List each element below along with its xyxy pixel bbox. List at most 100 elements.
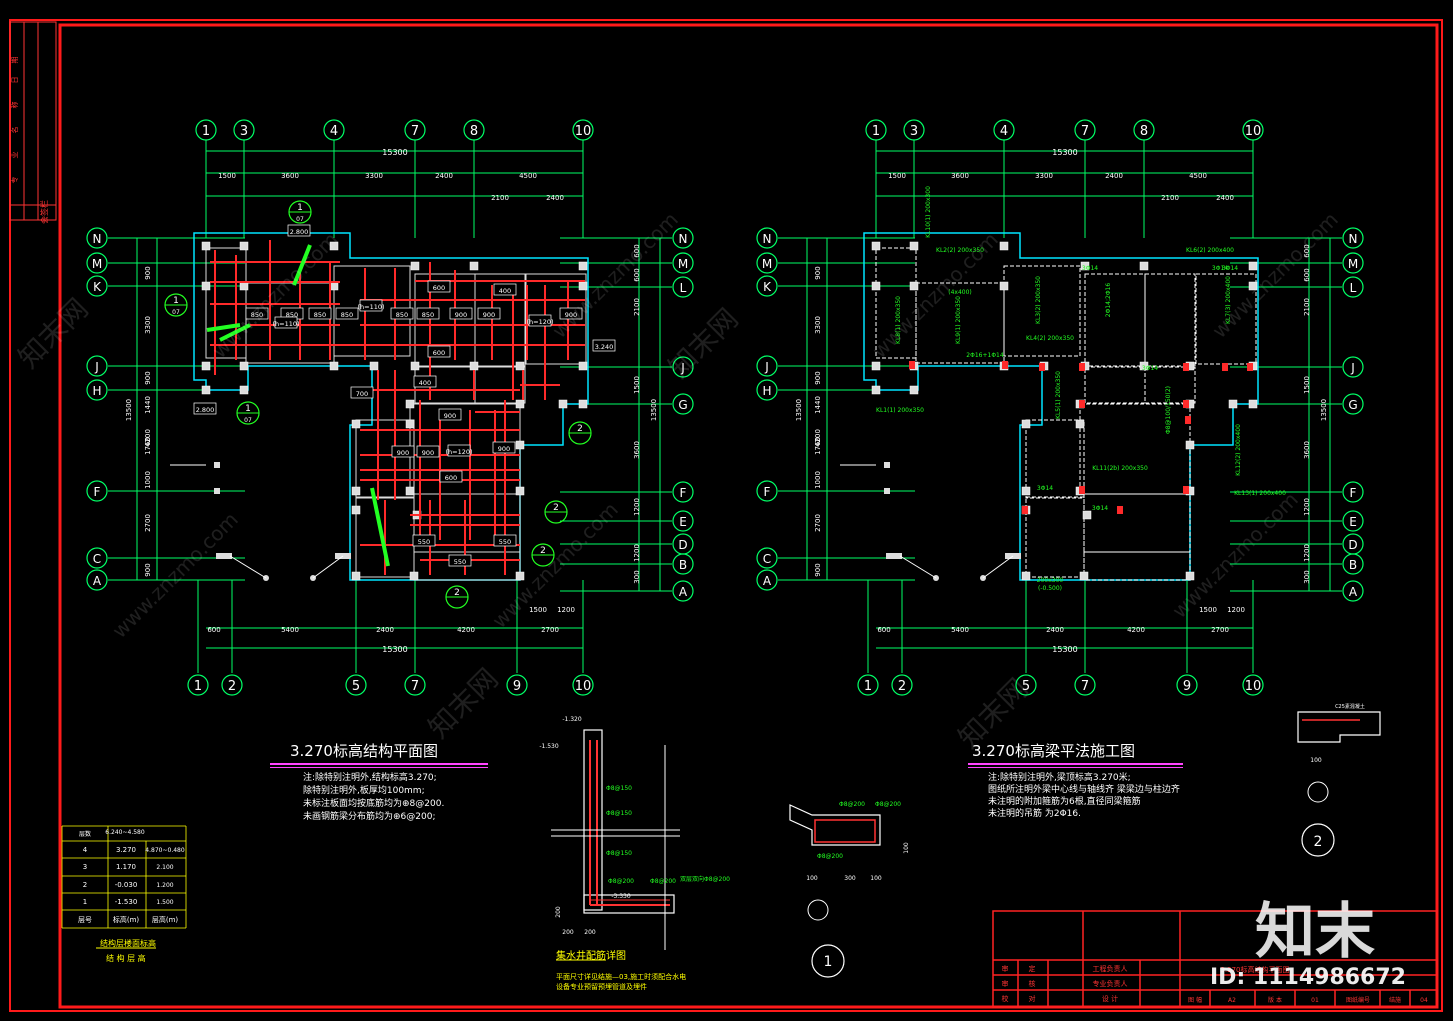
pit-detail-notes: 平面尺寸详见结施—03,施工时须配合水电设备专业预留预埋管道及埋件: [556, 972, 686, 992]
axis-label: N: [1349, 232, 1358, 246]
column: [909, 385, 919, 395]
beam-label: KL11(2b) 200x350: [1092, 465, 1148, 472]
tb-cell: 图纸编号: [1346, 996, 1370, 1004]
axis-bubble: [1342, 510, 1364, 532]
beam-support: [1022, 506, 1028, 514]
slab-label-box: [592, 339, 616, 352]
column: [578, 261, 588, 271]
dimension-text: 2700: [144, 514, 152, 532]
axis-bubble: [756, 480, 778, 502]
slab-label-box: [448, 554, 472, 567]
dimension-text: 1440: [814, 396, 822, 414]
slab-label: 900: [397, 449, 409, 457]
column: [216, 553, 232, 559]
slab-label: 850: [286, 311, 298, 319]
room-outline: [1025, 419, 1085, 499]
dimension-text: 1000: [814, 471, 822, 489]
additional-rebar: [219, 323, 251, 342]
dimension-text: 3600: [1303, 441, 1311, 459]
slab-label-box: [493, 534, 517, 547]
slab-label: 550: [454, 558, 466, 566]
axis-label: 8: [1140, 124, 1148, 139]
additional-rebar: [370, 487, 390, 567]
column: [886, 553, 902, 559]
slab-label: 850: [314, 311, 326, 319]
dimension-text: 3300: [144, 316, 152, 334]
dimension-text: 1200: [633, 498, 641, 516]
beam-label: KL10(1) 200x300: [925, 186, 932, 238]
axis-label: N: [679, 232, 688, 246]
slab-label-box: [412, 534, 436, 547]
watermark-site-cn: 知末网: [422, 662, 505, 745]
slab-label-box: [449, 307, 473, 320]
axis-bubble: [1342, 252, 1364, 274]
slab-label: 850: [422, 311, 434, 319]
axis-label: 1: [194, 679, 202, 694]
detail-tag: Φ8@200: [817, 853, 843, 860]
room-outline: [1144, 273, 1196, 367]
column: [239, 385, 249, 395]
tb-cell: 专业负责人: [1093, 979, 1128, 988]
slab-label-box: [350, 386, 374, 399]
axis-label: 2: [898, 679, 906, 694]
axis-bubble: [903, 119, 925, 141]
axis-label: 1: [872, 124, 880, 139]
column: [871, 281, 881, 291]
room-outline: [413, 551, 521, 581]
slab-label-box: [390, 307, 414, 320]
slab-label: 600: [445, 474, 457, 482]
slab-label: 400: [499, 287, 511, 295]
table-cell: 1.200: [156, 882, 173, 889]
watermark-site-cn: 知末网: [12, 292, 95, 375]
strip-label: 业: [10, 152, 19, 159]
slab-label-box: [193, 402, 217, 415]
level-table-caption-2: 结 构 层 高: [106, 954, 146, 963]
axis-label: B: [679, 558, 687, 572]
column: [515, 486, 525, 496]
axis-bubble: [1342, 481, 1364, 503]
table-cell: 层高(m): [152, 915, 179, 924]
table-cell: 6.240~4.580: [105, 829, 145, 836]
slab-label: 600: [433, 349, 445, 357]
column: [214, 488, 220, 494]
axis-label: F: [680, 486, 687, 500]
axis-bubble: [1342, 227, 1364, 249]
dimension-text: 1760: [144, 437, 152, 455]
column: [515, 361, 525, 371]
rebar-tag: 3Φ14: [1222, 265, 1238, 272]
column: [515, 571, 525, 581]
left-title-underline2: [270, 767, 488, 768]
axis-bubble: [86, 569, 108, 591]
dimension-text: 1200: [1303, 498, 1311, 516]
dimension-text: 900: [144, 371, 152, 384]
column: [1248, 261, 1258, 271]
porch-edge: [229, 555, 267, 579]
slab-label: 900: [498, 445, 510, 453]
pit-base: [583, 894, 675, 914]
axis-bubble: [1176, 674, 1198, 696]
room-outline: [1079, 403, 1191, 495]
axis-bubble: [86, 480, 108, 502]
table-cell: -0.030: [115, 881, 138, 889]
pit-dim: 200: [584, 929, 596, 936]
dimension-text: 3300: [814, 316, 822, 334]
beam-support: [1222, 363, 1228, 371]
axis-bubble: [756, 275, 778, 297]
outer-frame: [9, 19, 1443, 1012]
beam-support: [1079, 400, 1085, 408]
right-title-underline: [968, 763, 1183, 765]
tb-cell: 审: [1002, 964, 1009, 973]
slab-label: 900: [565, 311, 577, 319]
axis-label: J: [1350, 361, 1355, 375]
pit-detail-title: 集水井配筋详图: [556, 951, 626, 962]
column: [909, 281, 919, 291]
tb-cell: 版 本: [1268, 996, 1282, 1004]
slab-label-box: [287, 224, 311, 237]
slab-label-box: [427, 280, 451, 293]
room-outline: [1083, 551, 1191, 581]
axis-bubble: [1133, 119, 1155, 141]
axis-bubble: [86, 355, 108, 377]
rebar-tag: 3Φ14: [1092, 505, 1108, 512]
